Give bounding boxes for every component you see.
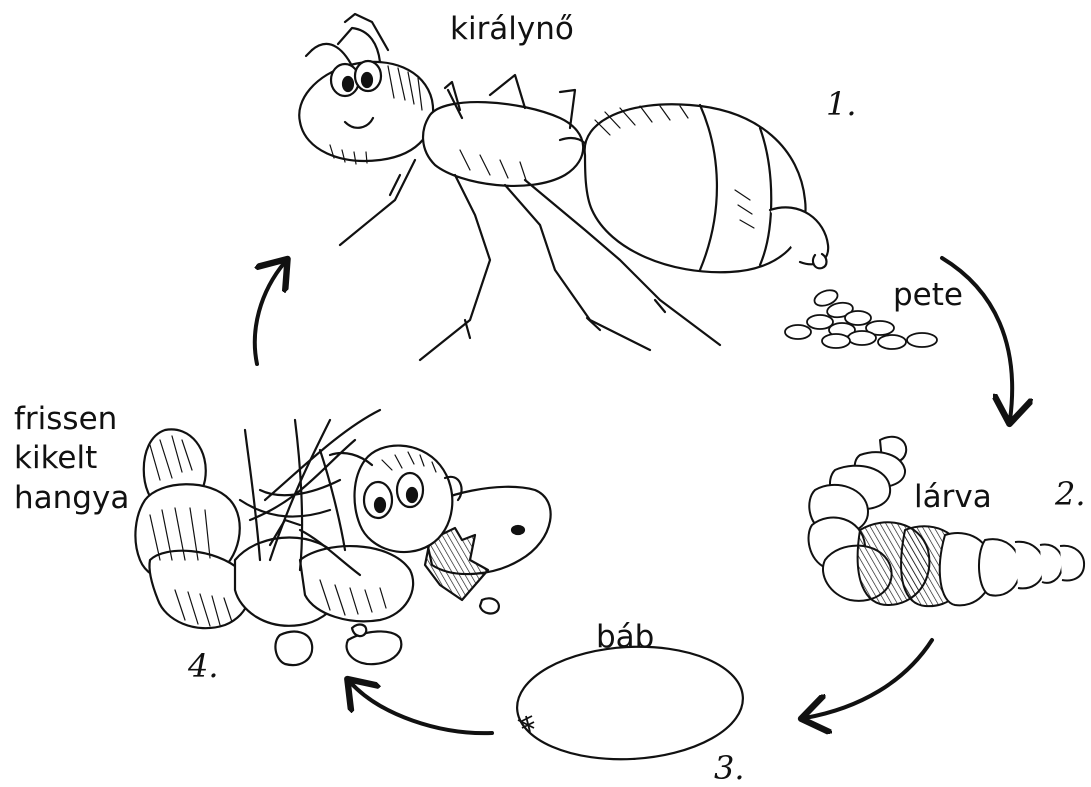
stage-number-2: 2.	[1055, 478, 1086, 510]
newly-hatched-ant-drawing	[135, 410, 550, 665]
stage-number-1: 1.	[826, 88, 857, 120]
label-newly-hatched-line1: frissen	[14, 400, 129, 439]
arrow-pupa-to-hatched	[350, 682, 492, 733]
label-newly-hatched-line3: hangya	[14, 479, 129, 518]
arrow-larva-to-pupa	[805, 640, 932, 718]
label-queen: királynő	[450, 14, 574, 45]
label-larva: lárva	[914, 482, 992, 513]
label-pupa: báb	[596, 622, 654, 653]
larva-drawing	[809, 437, 1085, 606]
stage-number-3: 3.	[714, 752, 745, 784]
arrow-hatched-to-queen	[255, 262, 285, 364]
label-newly-hatched-ant: frissen kikelt hangya	[14, 400, 129, 518]
pupa-drawing	[514, 641, 746, 765]
stage-number-4: 4.	[188, 650, 219, 682]
label-newly-hatched-line2: kikelt	[14, 439, 129, 478]
queen-ant-drawing	[299, 14, 828, 360]
label-egg: pete	[893, 280, 963, 311]
